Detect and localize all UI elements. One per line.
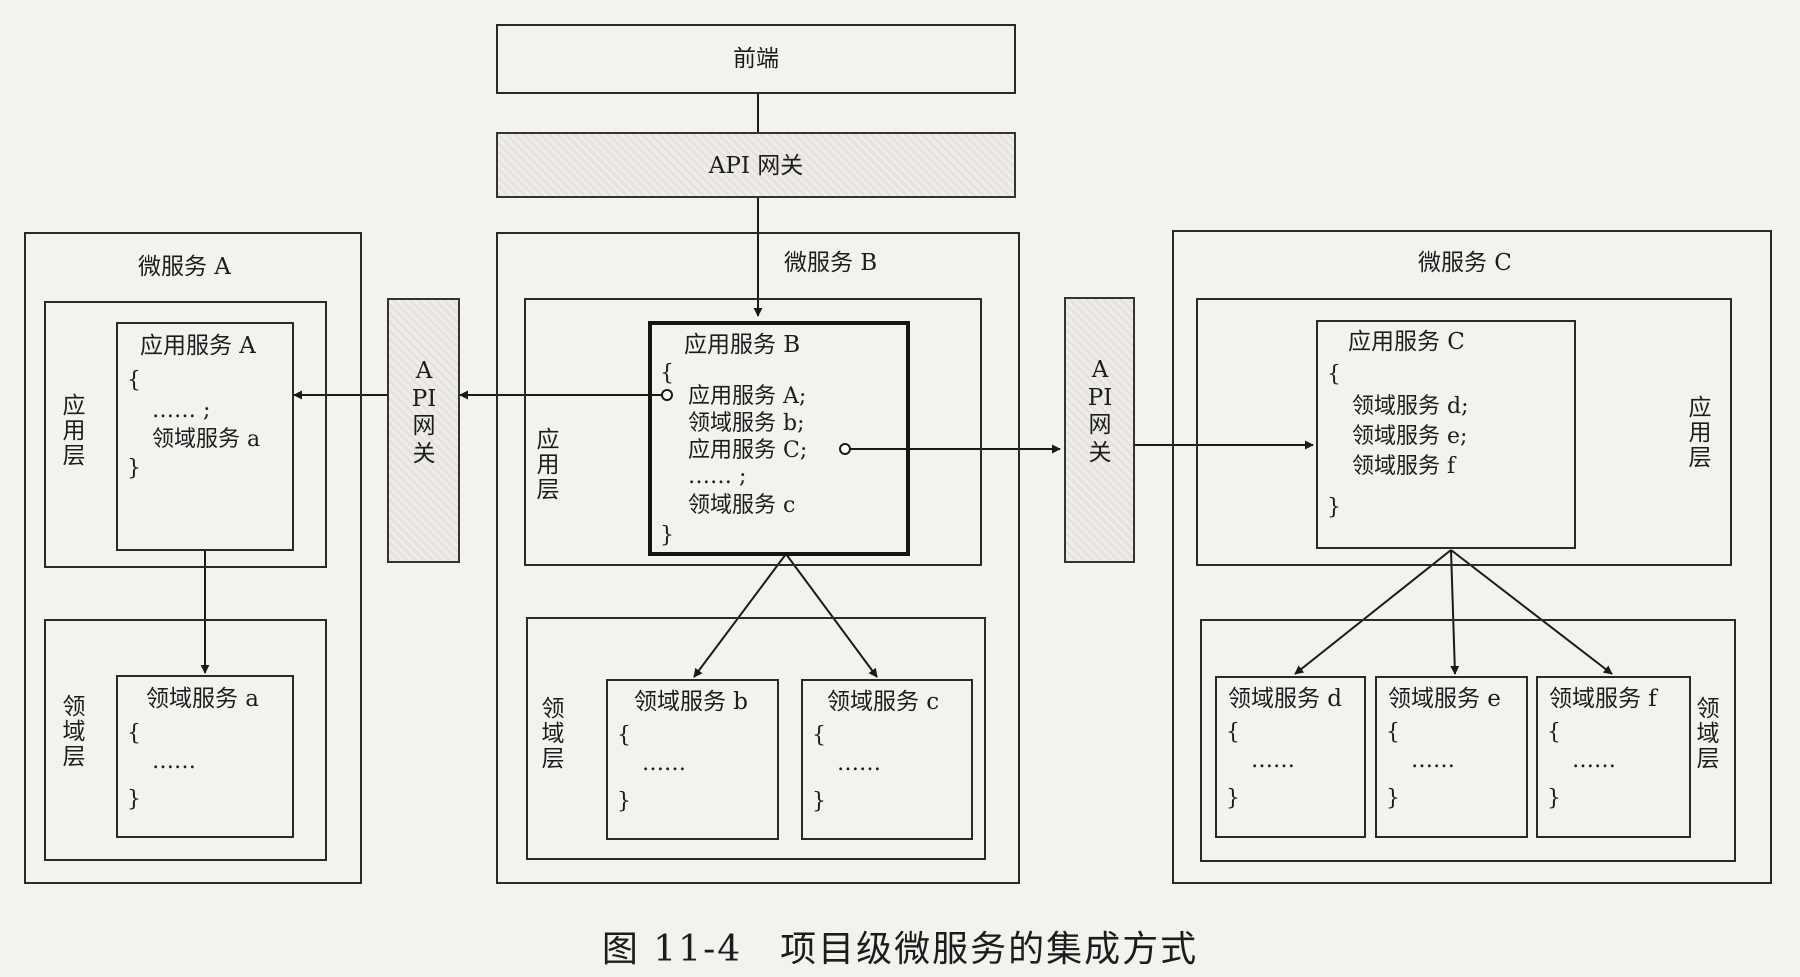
microservice-c-app-layer — [1196, 298, 1732, 566]
microservice-b-domain-layer — [526, 617, 986, 860]
arrow-app-c-to-domain-e — [1450, 549, 1460, 675]
domain-service-d-open-brace: { — [1226, 720, 1240, 745]
domain-service-c: 领域服务 c { …… } — [801, 679, 973, 840]
microservice-a-app-layer-label: 应用层 — [62, 393, 86, 469]
domain-service-e-body: …… — [1411, 748, 1455, 773]
domain-service-d-title: 领域服务 d — [1228, 686, 1343, 712]
domain-service-d: 领域服务 d { …… } — [1215, 676, 1366, 838]
app-service-c-line-1: 领域服务 d; — [1352, 394, 1469, 419]
microservice-a-title: 微服务 A — [138, 254, 231, 280]
domain-service-d-close-brace: } — [1226, 786, 1240, 811]
domain-service-f: 领域服务 f { …… } — [1536, 676, 1691, 838]
frontend-label: 前端 — [733, 46, 779, 72]
domain-service-e-open-brace: { — [1386, 720, 1400, 745]
app-service-c: 应用服务 C { 领域服务 d; 领域服务 e; 领域服务 f } — [1316, 320, 1576, 549]
microservice-a-domain-layer-label: 领域层 — [62, 694, 86, 770]
app-service-b-line-3: 应用服务 C; — [688, 438, 808, 463]
app-service-b-line-5: 领域服务 c — [688, 493, 796, 518]
app-service-b-line-2: 领域服务 b; — [688, 411, 805, 436]
figure-caption: 图 11-4 项目级微服务的集成方式 — [601, 929, 1199, 970]
domain-service-a-close-brace: } — [127, 787, 141, 812]
app-service-a: 应用服务 A { …… ; 领域服务 a } — [116, 322, 294, 551]
left-api-gateway: API网关 — [387, 298, 460, 563]
microservice-c-title: 微服务 C — [1418, 250, 1512, 276]
arrow-app-b-to-domain-b — [693, 553, 787, 678]
port-call-app-a — [661, 389, 673, 401]
microservice-b-title: 微服务 B — [784, 250, 878, 276]
app-service-a-line-2: 领域服务 a — [152, 427, 261, 452]
microservice-b-app-layer-label: 应用层 — [536, 427, 560, 503]
domain-service-b-body: …… — [642, 751, 686, 776]
domain-service-e-title: 领域服务 e — [1388, 686, 1501, 712]
domain-service-b-open-brace: { — [617, 723, 631, 748]
domain-service-b-close-brace: } — [617, 789, 631, 814]
domain-service-c-open-brace: { — [812, 723, 826, 748]
domain-service-a-title: 领域服务 a — [146, 686, 260, 712]
microservice-b-app-layer — [524, 298, 982, 566]
domain-service-a-open-brace: { — [127, 721, 141, 746]
domain-service-c-close-brace: } — [812, 789, 826, 814]
app-service-c-title: 应用服务 C — [1348, 329, 1465, 355]
top-api-gateway: API 网关 — [496, 132, 1016, 198]
domain-service-e-close-brace: } — [1386, 786, 1400, 811]
app-service-c-line-2: 领域服务 e; — [1352, 424, 1468, 449]
domain-service-f-title: 领域服务 f — [1549, 686, 1657, 712]
right-api-gateway-label: API网关 — [1087, 357, 1113, 466]
domain-service-a-body: …… — [152, 749, 196, 774]
microservice-c: 微服务 C — [1172, 230, 1772, 884]
app-service-b-line-4: …… ; — [688, 464, 747, 489]
domain-service-a: 领域服务 a { …… } — [116, 675, 294, 838]
arrow-app-b-to-domain-c — [785, 553, 878, 678]
microservice-b: 微服务 B — [496, 232, 1020, 884]
microservice-c-domain-layer-label: 领域层 — [1696, 696, 1720, 772]
app-service-b-open-brace: { — [660, 361, 674, 386]
app-service-a-close-brace: } — [127, 456, 141, 481]
app-service-b: 应用服务 B { 应用服务 A; 领域服务 b; 应用服务 C; …… ; 领域… — [648, 321, 910, 556]
domain-service-d-body: …… — [1251, 748, 1295, 773]
domain-service-c-body: …… — [837, 751, 881, 776]
frontend-box: 前端 — [496, 24, 1016, 94]
app-service-c-line-3: 领域服务 f — [1352, 454, 1456, 479]
right-api-gateway: API网关 — [1064, 297, 1135, 563]
microservice-a-app-layer — [44, 301, 327, 568]
app-service-c-close-brace: } — [1327, 495, 1341, 520]
domain-service-b-title: 领域服务 b — [634, 689, 749, 715]
domain-service-f-open-brace: { — [1547, 720, 1561, 745]
microservice-a: 微服务 A — [24, 232, 362, 884]
microservice-c-app-layer-label: 应用层 — [1688, 395, 1712, 471]
domain-service-e: 领域服务 e { …… } — [1375, 676, 1528, 838]
arrow-app-c-to-domain-f — [1450, 549, 1613, 675]
microservice-b-domain-layer-label: 领域层 — [541, 696, 565, 772]
domain-service-b: 领域服务 b { …… } — [606, 679, 779, 840]
port-call-app-c — [839, 443, 851, 455]
domain-service-f-body: …… — [1572, 748, 1616, 773]
top-api-gateway-label: API 网关 — [708, 153, 804, 179]
app-service-a-title: 应用服务 A — [140, 333, 256, 359]
left-api-gateway-label: API网关 — [411, 358, 437, 467]
app-service-a-line-1: …… ; — [152, 398, 211, 423]
domain-service-c-title: 领域服务 c — [827, 689, 940, 715]
microservice-c-domain-layer — [1200, 619, 1736, 862]
arrow-app-c-to-domain-d — [1294, 549, 1452, 675]
app-service-b-line-1: 应用服务 A; — [688, 384, 807, 409]
domain-service-f-close-brace: } — [1547, 786, 1561, 811]
app-service-a-open-brace: { — [127, 368, 141, 393]
microservice-a-domain-layer — [44, 619, 327, 861]
app-service-c-open-brace: { — [1327, 362, 1341, 387]
app-service-b-title: 应用服务 B — [684, 332, 801, 358]
app-service-b-close-brace: } — [660, 523, 674, 548]
